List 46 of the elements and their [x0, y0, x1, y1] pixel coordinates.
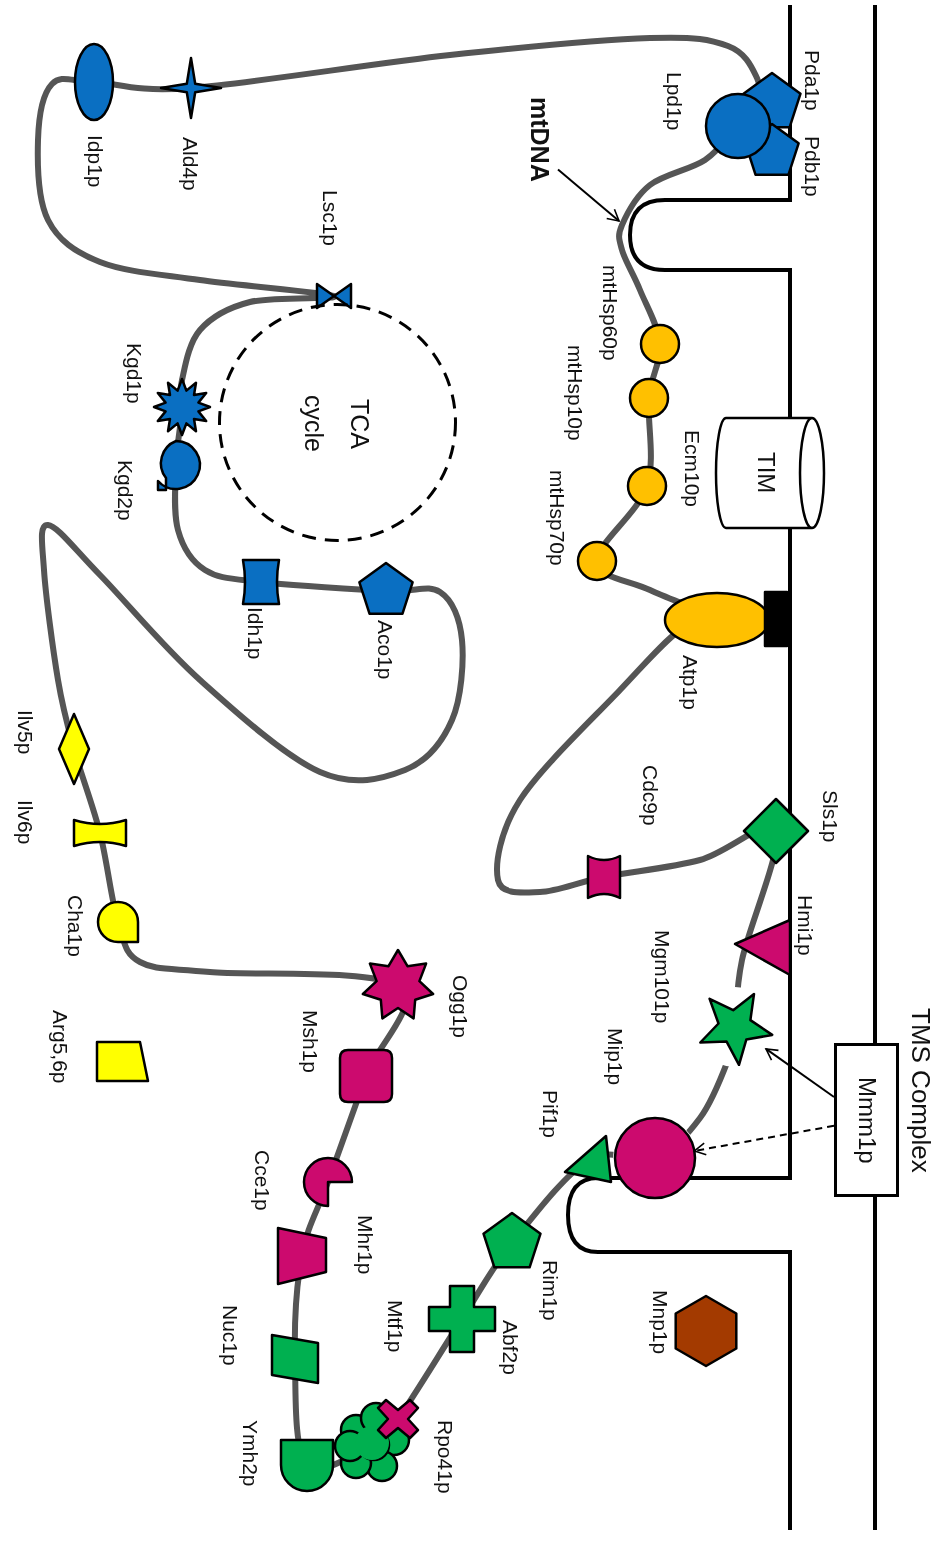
arrow	[765, 1047, 835, 1098]
protein-label: Ogg1p	[448, 975, 472, 1039]
protein-label: Msh1p	[298, 1010, 322, 1074]
arrow	[693, 1124, 835, 1156]
dna-label: mtDNA	[528, 97, 552, 182]
protein-label: Pif1p	[538, 1090, 562, 1138]
protein-label: Abf2p	[498, 1320, 522, 1375]
protein-label: Cce1p	[250, 1150, 274, 1211]
protein-label: Pda1p	[800, 50, 824, 111]
protein-label: Mhr1p	[353, 1215, 377, 1275]
protein-label: Mnp1p	[648, 1290, 672, 1355]
protein-label: Arg5,6p	[48, 1010, 72, 1084]
protein-label: mtHsp60p	[598, 265, 622, 361]
protein-label: Ymh2p	[238, 1420, 262, 1487]
circle-icon	[613, 1116, 697, 1200]
protein-label: Ilv5p	[13, 710, 37, 755]
protein-label: Rpo41p	[433, 1420, 457, 1494]
protein-label: Kgd1p	[122, 343, 146, 404]
protein-label: mtHsp70p	[545, 470, 569, 566]
star-icon	[699, 992, 774, 1067]
complex-label: TMS Complex	[909, 1008, 934, 1173]
protein-label: Aco1p	[373, 620, 397, 680]
protein-label: Hmi1p	[793, 895, 817, 956]
protein-label: Atp1p	[678, 655, 702, 710]
protein-label: Cha1p	[63, 895, 87, 957]
protein-label: Mip1p	[603, 1028, 627, 1086]
protein-label: Kgd2p	[113, 460, 137, 521]
arrow	[557, 168, 620, 222]
protein-label: Nuc1p	[218, 1305, 242, 1366]
protein-label: Idp1p	[83, 135, 107, 188]
protein-label: Ilv6p	[13, 800, 37, 845]
protein-label: Ecm10p	[680, 430, 704, 508]
protein-label: Rim1p	[538, 1260, 562, 1321]
protein-label: Mgm101p	[650, 930, 674, 1024]
protein-label: Lsc1p	[318, 190, 342, 247]
protein-label: Lpd1p	[662, 72, 686, 131]
protein-label: Sls1p	[818, 790, 842, 843]
protein-label: Mtf1p	[383, 1300, 407, 1353]
protein-label: Ald4p	[178, 137, 202, 191]
cycle-label: TCA cycle	[299, 394, 375, 454]
protein-label: Cdc9p	[638, 765, 662, 826]
protein-label: Pdb1p	[800, 136, 824, 197]
protein-label: Idh1p	[243, 607, 267, 660]
protein-label: mtHsp10p	[563, 345, 587, 441]
node-label: TIM	[754, 452, 778, 494]
complex-box: Mmm1p	[834, 1043, 899, 1197]
